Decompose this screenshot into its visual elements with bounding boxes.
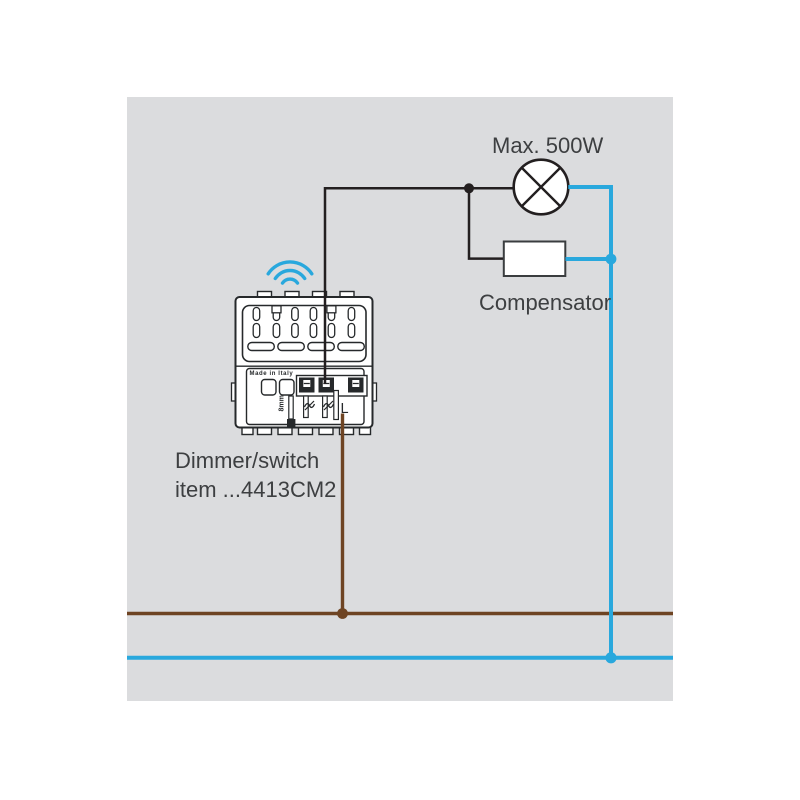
lamp-load-icon [512,158,570,216]
terminal-leg [333,389,339,421]
device-slots-row1 [252,306,356,322]
compensator-box [502,240,567,277]
junction-dot-neutral [605,652,617,664]
compensator-branch-wire [467,188,504,260]
device-horizontal-slots [247,341,365,352]
neutral-wire-drop [568,185,613,658]
diagram-panel [127,97,673,701]
junction-dot-neutral [605,253,617,265]
device-button-outline [278,378,295,396]
device-label: Dimmer/switch item ...4413CM2 [175,446,336,504]
device-claw-screw [326,305,337,314]
wifi-signal-icon [266,260,314,285]
terminal-l-label: L [341,401,349,417]
switched-live-wire [323,187,514,384]
dimmer-output-symbol [303,400,316,411]
device-slots-row2 [252,322,356,339]
device-claw-screw [271,305,282,314]
dimmer-device: Made in Italy 8mm [230,290,378,436]
made-in-italy-text: Made in Italy [250,371,294,377]
junction-dot-switched [464,183,474,194]
max-load-label: Max. 500W [492,133,604,158]
device-button-outline [260,378,277,396]
dimmer-output-symbol [322,400,335,411]
device-label-line2: item ...4413CM2 [175,477,337,502]
strip-gauge-stop [287,419,296,427]
device-front-plate [241,304,367,363]
device-label-line1: Dimmer/switch [175,448,320,473]
junction-dot-live [337,608,348,619]
strip-gauge-label: 8mm [279,395,286,411]
strip-gauge [288,395,294,420]
compensator-label: Compensator [479,290,612,315]
